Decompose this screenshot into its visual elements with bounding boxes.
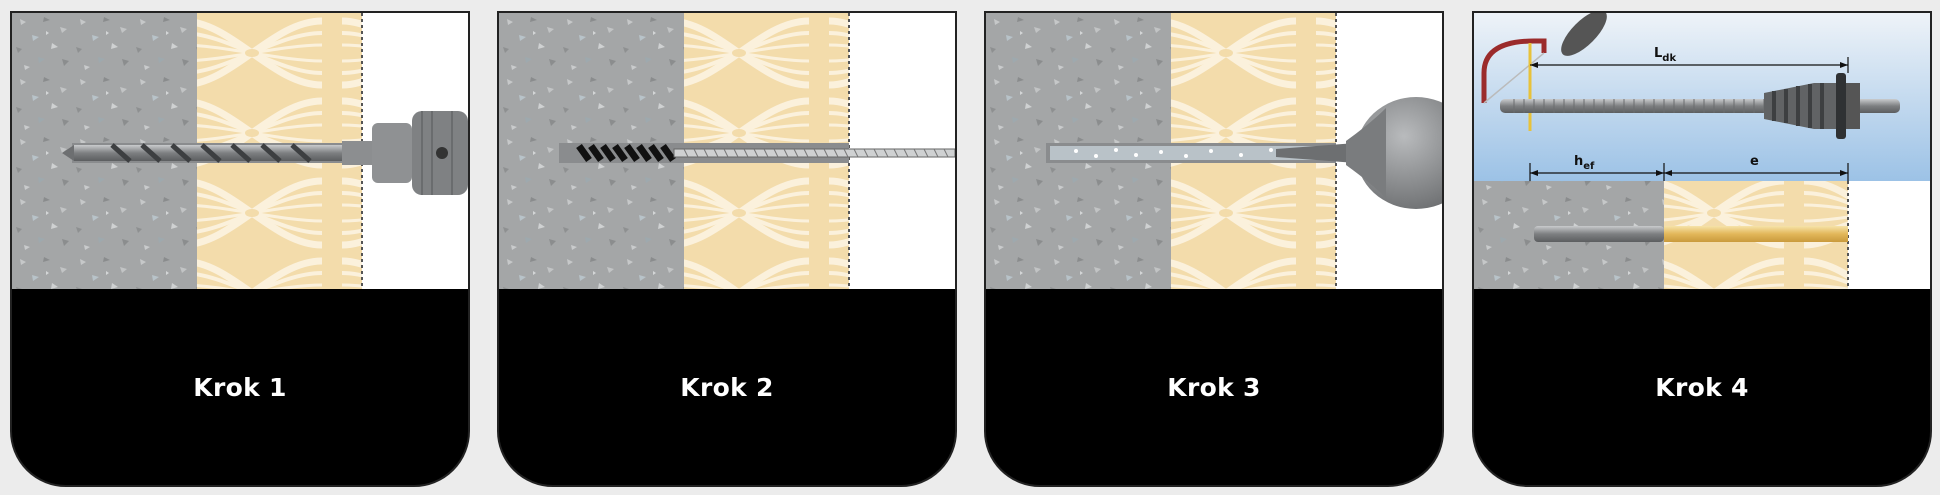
anchor-setting-illustration: Ldk hef e [1474,13,1930,289]
dimension-hef [1529,163,1665,181]
hacksaw-icon [1481,13,1607,131]
drilling-illustration [12,13,468,289]
dimension-e-label: e [1750,154,1759,169]
dimension-ldk [1530,57,1849,73]
step-label: Krok 3 [1167,373,1261,402]
step-card-4: Ldk hef e Krok 4 [1472,11,1932,487]
step-label: Krok 1 [193,373,287,402]
dimension-e [1664,163,1849,181]
drill-bit-icon [62,143,344,163]
cleaning-brush-icon [576,143,955,163]
anchor-rod [1534,226,1664,242]
anchor-plug-icon [1764,73,1860,139]
cleaning-illustration [499,13,955,289]
step-label: Krok 4 [1655,373,1749,402]
anchor-sleeve [1664,226,1848,242]
blowing-illustration [986,13,1442,289]
sky-background [1474,13,1930,181]
drill-chuck-icon [342,111,468,195]
dimension-ldk-label: Ldk [1654,46,1676,64]
step-card-3: Krok 3 [984,11,1444,487]
step-card-1: Krok 1 [10,11,470,487]
dimension-hef-label: hef [1574,154,1595,172]
step-card-2: Krok 2 [497,11,957,487]
step-label: Krok 2 [680,373,774,402]
blow-pump-icon [1276,97,1442,209]
